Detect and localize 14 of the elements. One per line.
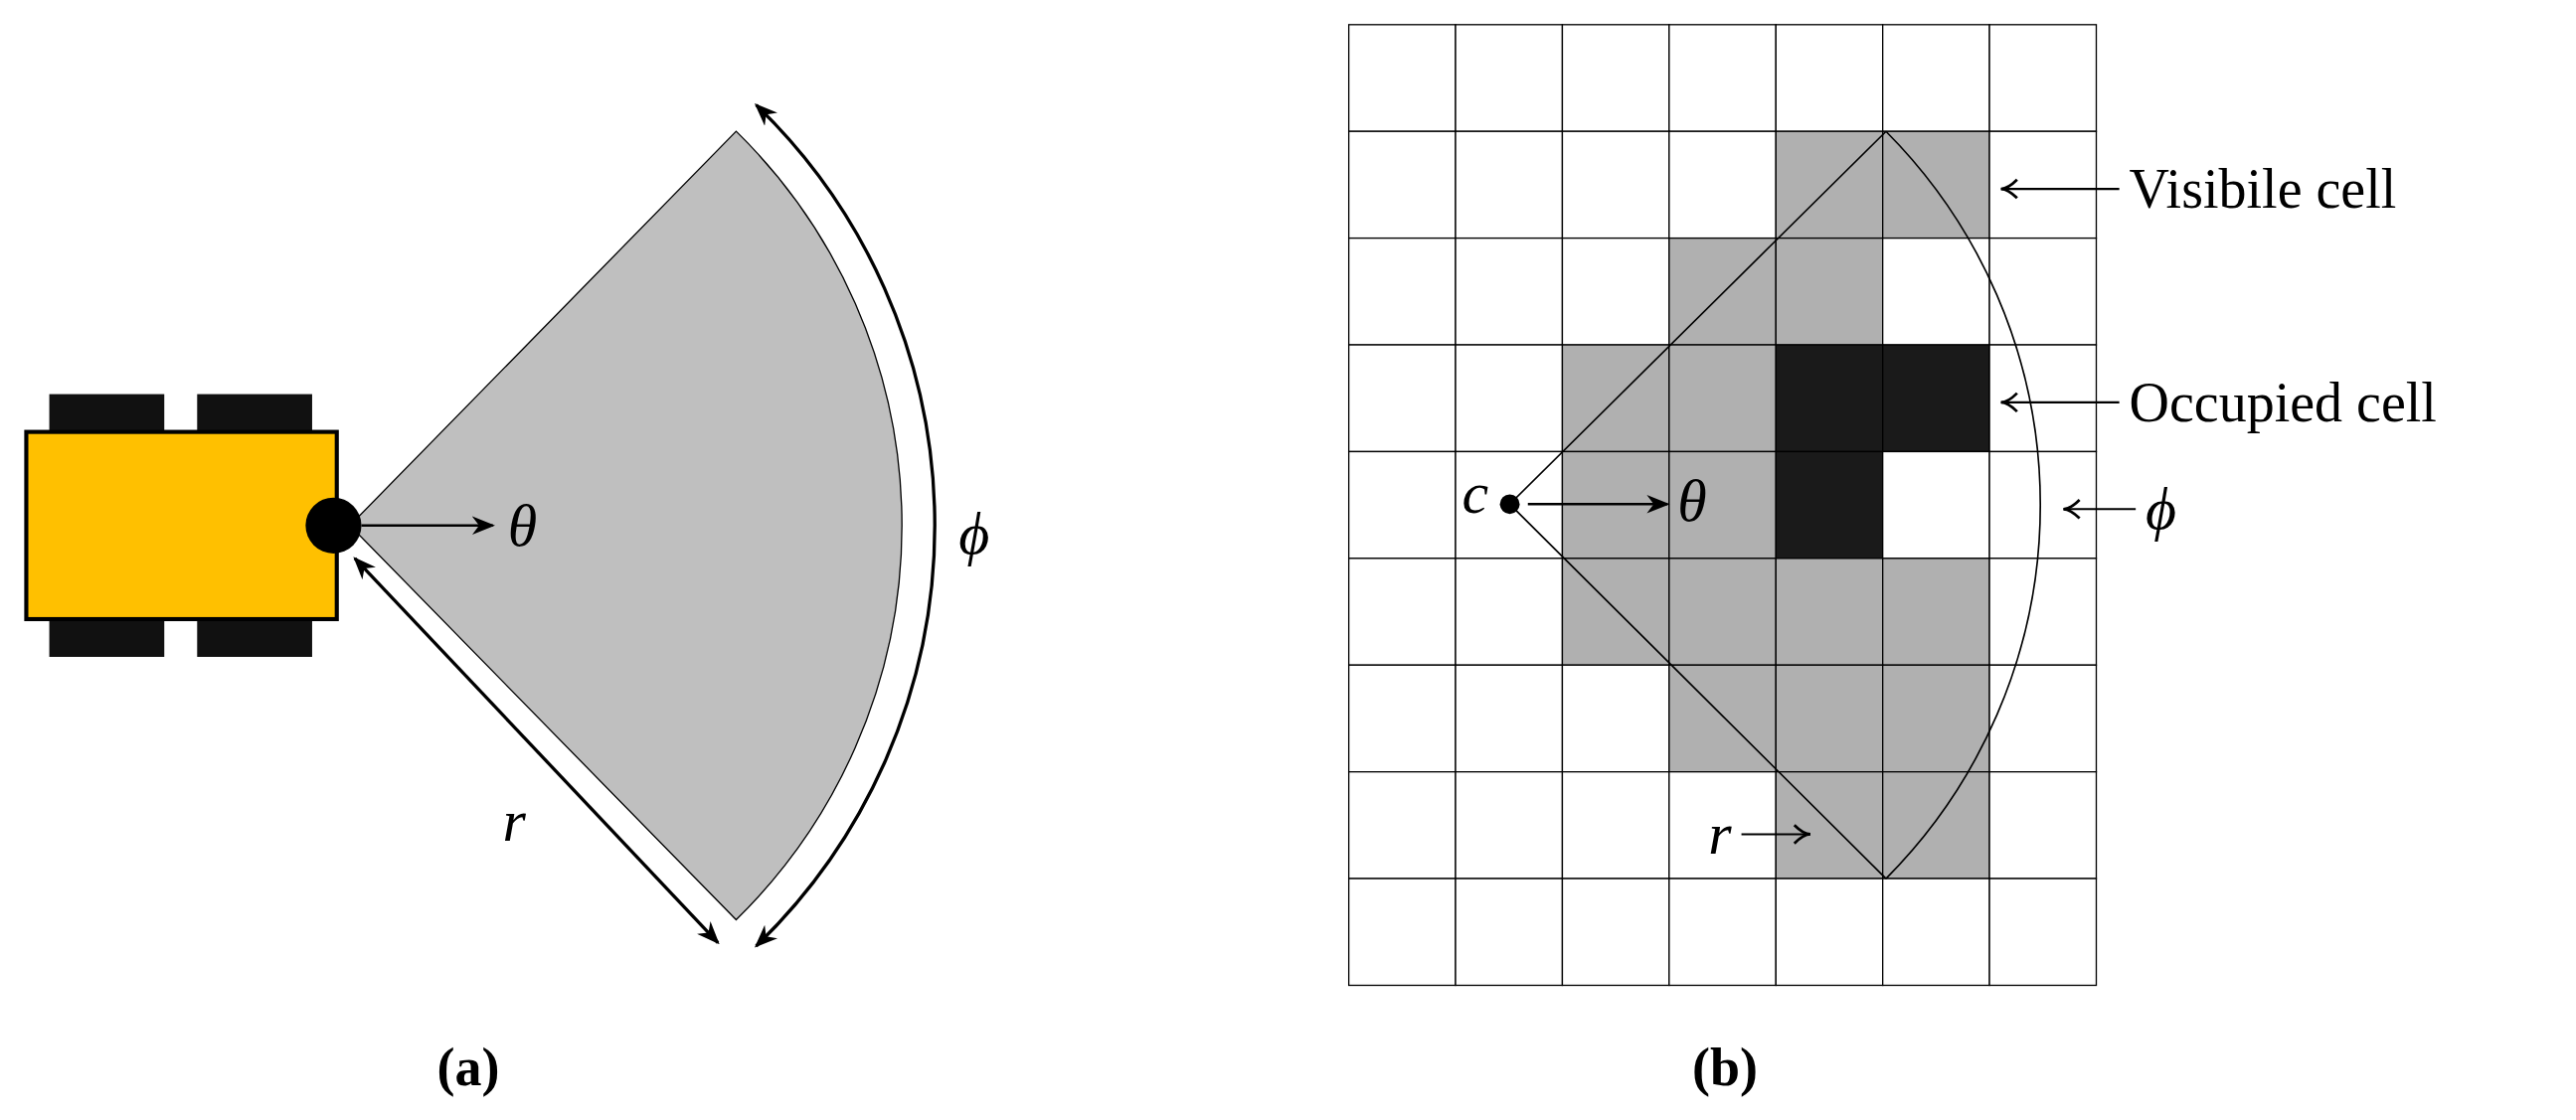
math-symbol: ϕ bbox=[958, 504, 990, 564]
math-symbol: c bbox=[1461, 462, 1489, 523]
callout-label: Visibile cell bbox=[2129, 161, 2397, 217]
math-symbol: θ bbox=[507, 495, 538, 556]
leader-line bbox=[1741, 823, 1812, 846]
leader-line bbox=[1999, 178, 2120, 200]
panel-label: (b) bbox=[1692, 1040, 1759, 1095]
leader-line bbox=[2062, 498, 2137, 520]
panel-label: (a) bbox=[436, 1040, 500, 1095]
math-symbol: r bbox=[1708, 804, 1732, 865]
leader-line bbox=[1999, 392, 2120, 413]
math-symbol: ϕ bbox=[2146, 479, 2177, 540]
math-symbol: r bbox=[502, 791, 526, 852]
math-symbol: θ bbox=[1677, 471, 1707, 531]
